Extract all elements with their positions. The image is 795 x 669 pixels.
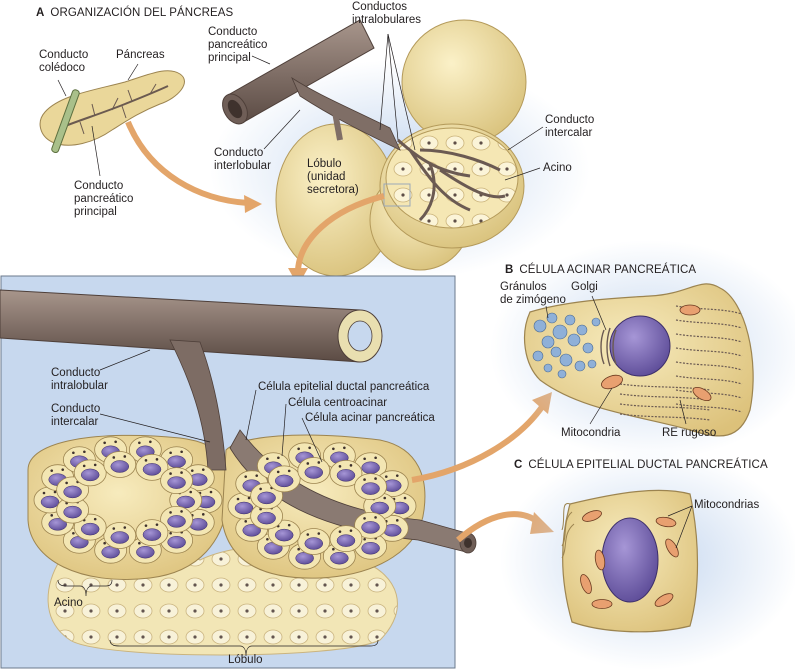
label-golgi: Golgi bbox=[571, 281, 598, 293]
acinar-cell bbox=[160, 526, 194, 554]
label-acino-a: Acino bbox=[543, 162, 572, 174]
label-lobulo-detail: Lóbulo bbox=[228, 654, 263, 666]
zymogen-granule bbox=[564, 314, 576, 326]
golgi bbox=[600, 327, 617, 367]
acinar-cell bbox=[103, 522, 137, 549]
zymogen-granule bbox=[541, 335, 555, 349]
zymogen-granule bbox=[546, 312, 558, 324]
panel-a-title: A ORGANIZACIÓN DEL PÁNCREAS bbox=[36, 7, 233, 20]
zymogen-granules bbox=[532, 312, 601, 379]
mitochondrion bbox=[665, 538, 679, 558]
mitochondrion bbox=[601, 374, 623, 390]
acinar-cell bbox=[135, 453, 169, 481]
label-conducto-intercalar-detail: Conducto intercalar bbox=[51, 403, 101, 428]
acinar-cell bbox=[297, 457, 331, 484]
label-celula-acinar: Célula acinar pancreática bbox=[305, 412, 435, 424]
acinar-cell bbox=[160, 467, 193, 495]
panel-c-title-text: CÉLULA EPITELIAL DUCTAL PANCREÁTICA bbox=[528, 459, 768, 471]
mitochondrion bbox=[582, 510, 602, 522]
acinar-cell bbox=[354, 532, 388, 560]
panel-b-title: B CÉLULA ACINAR PANCREÁTICA bbox=[505, 264, 696, 277]
zymogen-granule bbox=[567, 333, 581, 347]
acinar-cell bbox=[103, 451, 137, 478]
label-celula-centroacinar: Célula centroacinar bbox=[288, 397, 388, 409]
zymogen-granule bbox=[591, 317, 601, 327]
intercalar-duct bbox=[169, 339, 227, 471]
label-granulos-zimogeno: Gránulos de zimógeno bbox=[500, 281, 566, 306]
acinar-cell bbox=[354, 473, 387, 501]
acinar-cell bbox=[135, 519, 169, 547]
label-mitocondrias: Mitocondrias bbox=[694, 499, 760, 511]
zymogen-granule bbox=[574, 360, 586, 372]
bile-duct bbox=[51, 89, 80, 154]
label-lobulo-unidad: Lóbulo (unidad secretora) bbox=[307, 158, 359, 196]
zymogen-granule bbox=[543, 363, 553, 373]
panel-b-artwork bbox=[490, 240, 795, 460]
label-mitocondria: Mitocondria bbox=[561, 427, 621, 439]
zymogen-granule bbox=[552, 324, 568, 340]
label-conducto-pancreatico-principal-top: Conducto pancreático principal bbox=[208, 26, 268, 64]
zymogen-granule bbox=[532, 350, 544, 362]
acinar-cell bbox=[250, 502, 284, 530]
acinar-cell bbox=[267, 465, 301, 493]
acinar-nucleus bbox=[609, 315, 671, 377]
zymogen-granule bbox=[533, 319, 547, 333]
zoom-arrow-2 bbox=[295, 193, 385, 271]
zymogen-granule bbox=[550, 346, 562, 358]
acinar-cell bbox=[56, 496, 90, 524]
ductal-nucleus bbox=[601, 517, 659, 603]
acinar-cell bbox=[160, 505, 193, 533]
acinar-cell bbox=[329, 459, 363, 487]
mitochondrion bbox=[654, 593, 674, 607]
panel-b-letter: B bbox=[505, 264, 514, 276]
mitochondrion bbox=[594, 549, 606, 571]
panel-a-letter: A bbox=[36, 7, 45, 19]
label-conducto-intralobular: Conducto intralobular bbox=[51, 367, 108, 392]
label-re-rugoso: RE rugoso bbox=[662, 427, 717, 439]
zymogen-granule bbox=[559, 353, 573, 367]
zymogen-granule bbox=[557, 369, 567, 379]
detail-leaders bbox=[57, 349, 379, 657]
panel-c-leaders bbox=[667, 505, 693, 549]
label-conducto-coledoco: Conducto colédoco bbox=[39, 49, 89, 74]
acinar-cell bbox=[160, 446, 194, 474]
zymogen-granule bbox=[576, 324, 588, 336]
label-conducto-intercalar-a: Conducto intercalar bbox=[545, 114, 595, 139]
acinar-cell bbox=[297, 528, 331, 555]
acinar-cells-right bbox=[227, 442, 417, 570]
panel-c-title: C CÉLULA EPITELIAL DUCTAL PANCREÁTICA bbox=[514, 459, 768, 472]
zymogen-granule bbox=[582, 342, 594, 354]
label-acino-detail: Acino bbox=[54, 597, 83, 609]
zoom-arrow-1 bbox=[125, 120, 249, 206]
label-celula-epitelial-ductal: Célula epitelial ductal pancreática bbox=[258, 381, 430, 393]
panel-b-leaders bbox=[545, 295, 687, 425]
acinar-cells-left bbox=[33, 436, 223, 564]
mitochondrion bbox=[655, 516, 677, 528]
panel-c-letter: C bbox=[514, 459, 523, 471]
label-conducto-interlobular: Conducto interlobular bbox=[214, 147, 271, 172]
panel-a-title-text: ORGANIZACIÓN DEL PÁNCREAS bbox=[50, 7, 234, 19]
mitochondrion bbox=[580, 574, 592, 594]
panel-a-leaders bbox=[57, 33, 544, 181]
panel-a-artwork bbox=[39, 19, 590, 280]
ductal-mitochondria bbox=[580, 510, 679, 609]
acinar-cell bbox=[73, 459, 107, 487]
zymogen-granule bbox=[587, 359, 597, 369]
acinar-cell bbox=[354, 452, 388, 480]
label-pancreas: Páncreas bbox=[116, 49, 165, 61]
label-conducto-pancreatico-principal-left: Conducto pancreático principal bbox=[74, 180, 134, 218]
panel-c-artwork bbox=[500, 450, 795, 669]
detail-callout-box bbox=[383, 183, 411, 207]
mitochondrion bbox=[591, 599, 613, 609]
acinar-cell bbox=[354, 511, 387, 539]
acinar-cell bbox=[329, 525, 363, 553]
panel-b-title-text: CÉLULA ACINAR PANCREÁTICA bbox=[519, 264, 697, 276]
label-conductos-intralobulares: Conductos intralobulares bbox=[352, 1, 422, 26]
